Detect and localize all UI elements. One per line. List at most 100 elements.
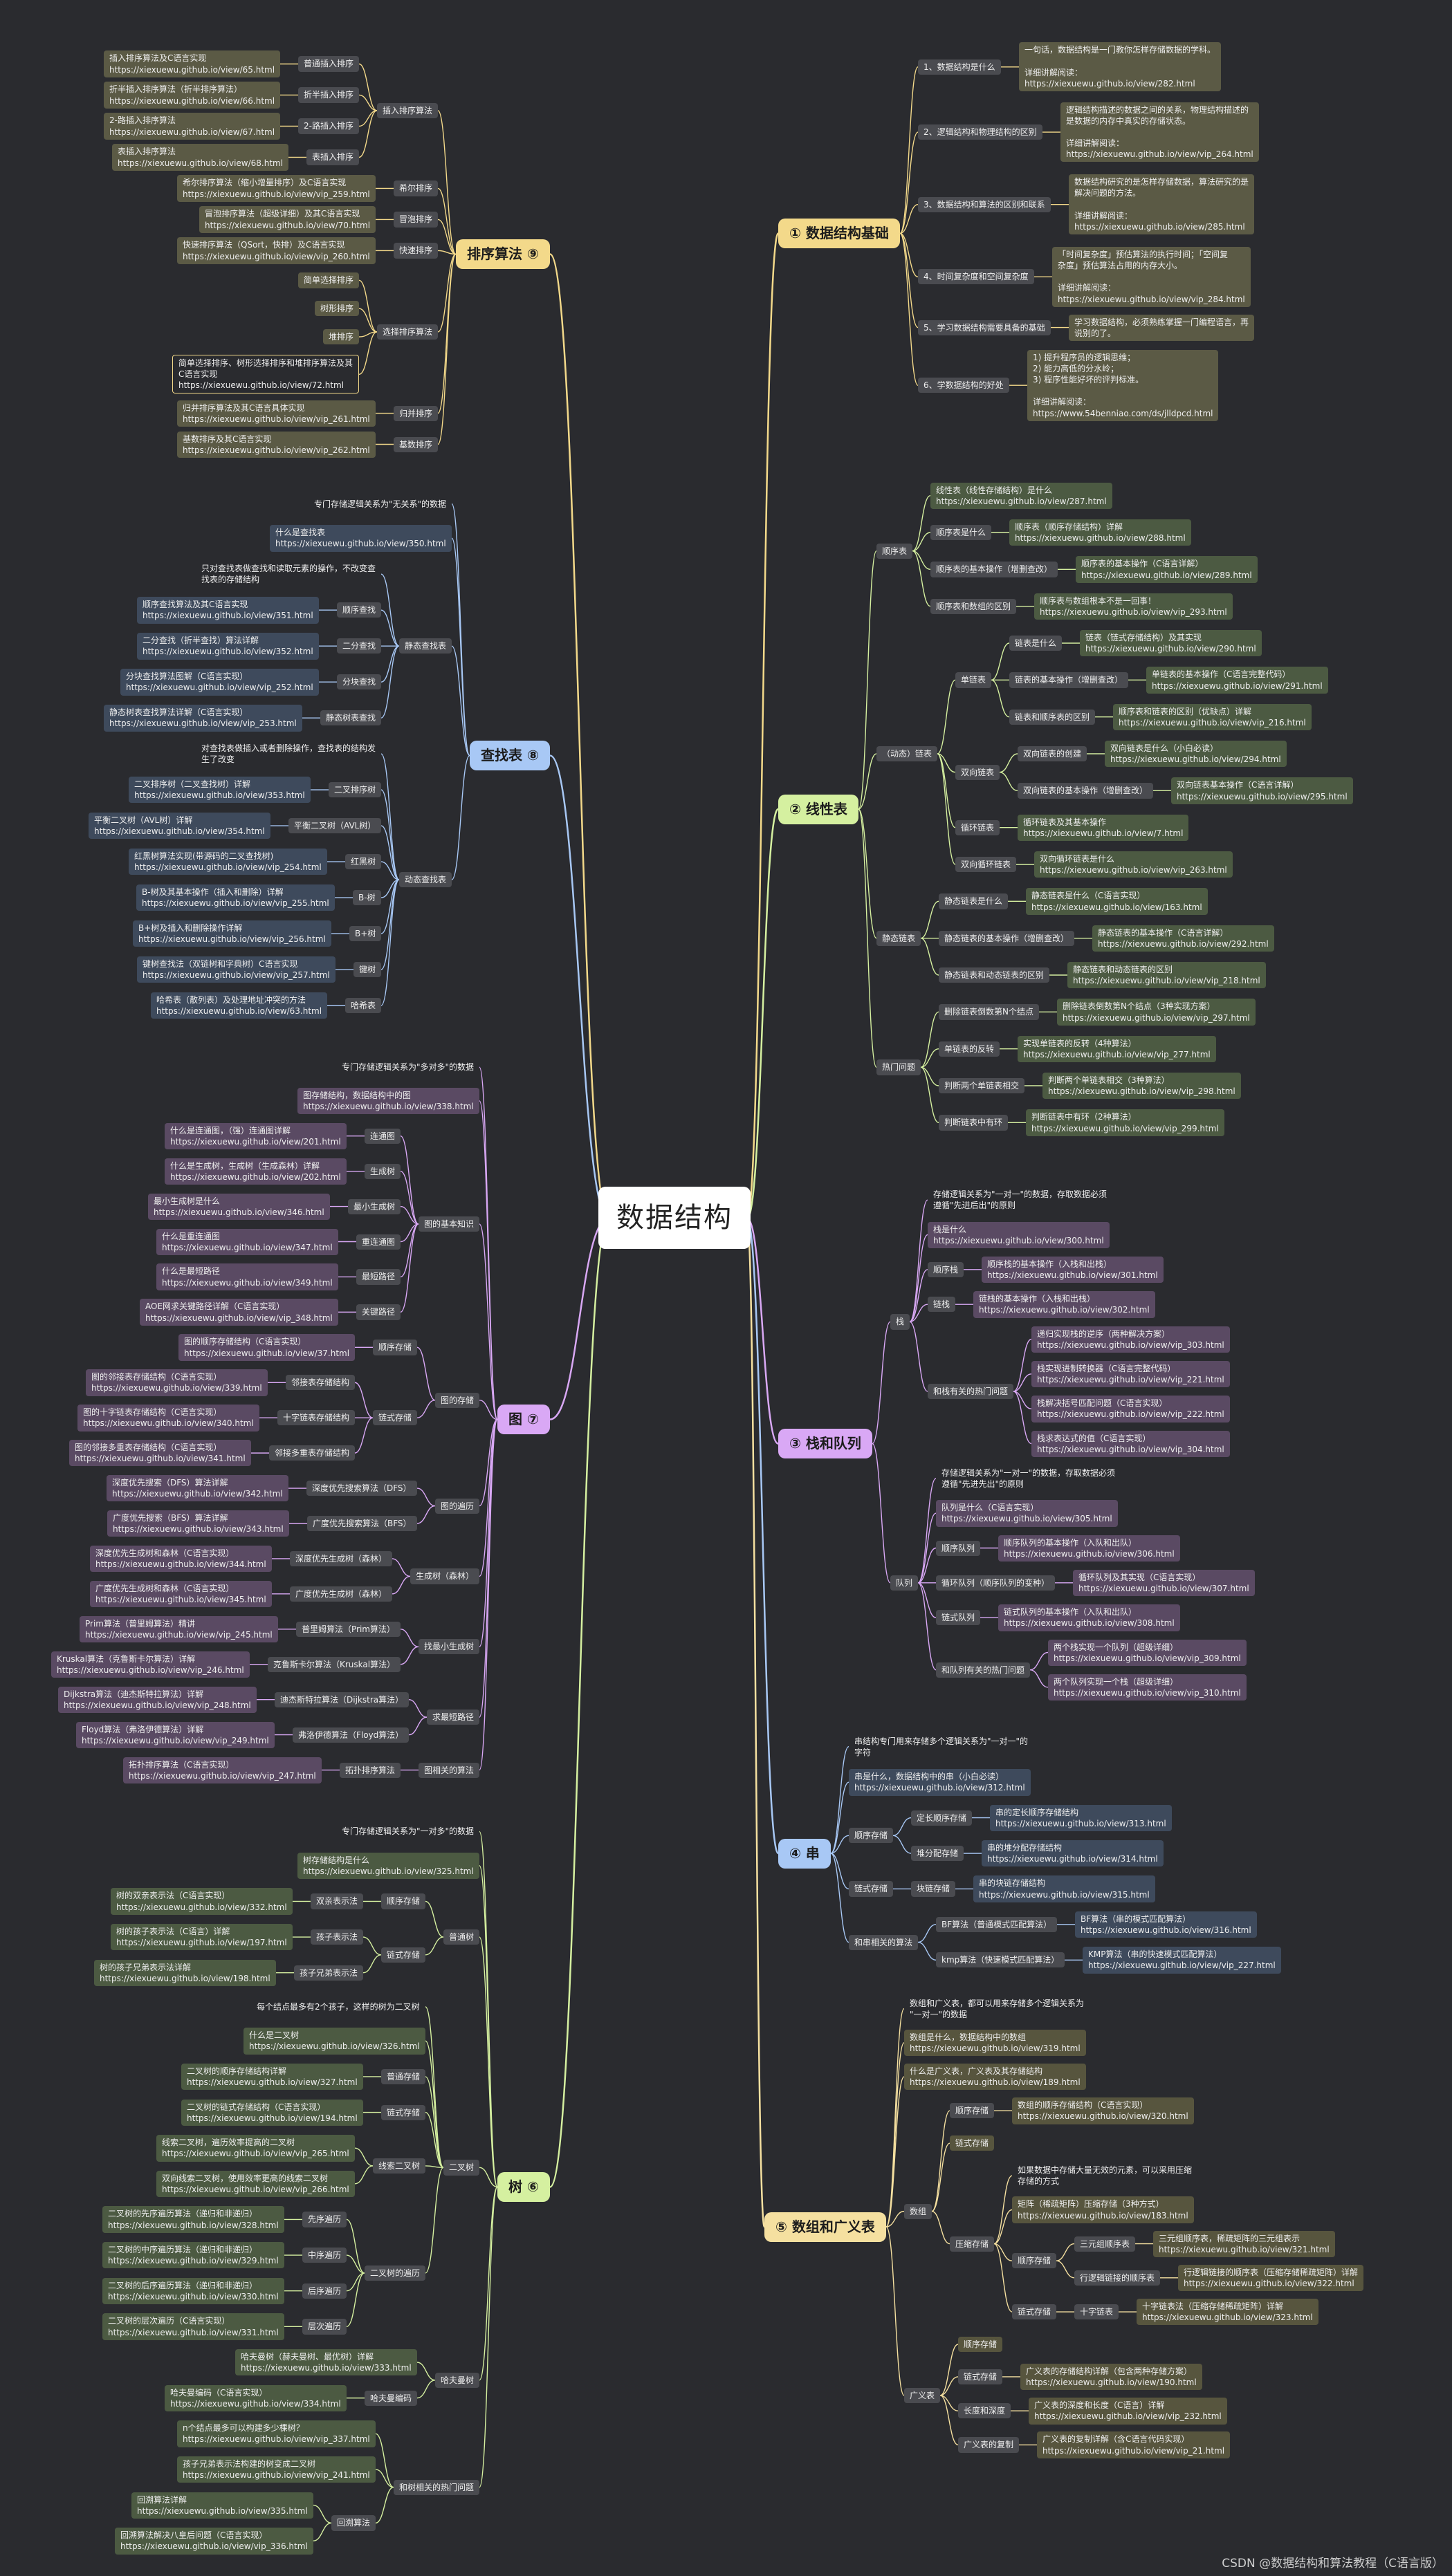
leaf-node: 广义表的存储结构详解（包含两种存储方案） https://xiexuewu.gi… xyxy=(1020,2363,1202,2391)
topic-node: 双向链表的基本操作（增删查改） xyxy=(1018,783,1154,799)
leaf-node: 判断两个单链表相交（3种算法） https://xiexuewu.github.… xyxy=(1042,1073,1241,1100)
topic-node: 3、数据结构和算法的区别和联系 xyxy=(918,196,1051,212)
leaf-node: 拓扑排序算法（C语言实现） https://xiexuewu.github.io… xyxy=(123,1757,322,1783)
leaf-node: 最小生成树是什么 https://xiexuewu.github.io/view… xyxy=(148,1193,330,1220)
topic-node: 中序遍历 xyxy=(302,2248,347,2263)
topic-node: 单链表 xyxy=(955,672,992,688)
leaf-node: 哈希表（散列表）及处理地址冲突的方法 https://xiexuewu.gith… xyxy=(151,992,328,1019)
leaf-node: 栈求表达式的值（C语言实现） https://xiexuewu.github.i… xyxy=(1031,1430,1230,1457)
leaf-node: 树的孩子兄弟表示法详解 https://xiexuewu.github.io/v… xyxy=(94,1959,276,1987)
leaf-node: 矩阵（稀疏矩阵）压缩存储（3种方式） https://xiexuewu.gith… xyxy=(1012,2196,1194,2223)
topic-node: （动态）链表 xyxy=(876,746,938,762)
topic-node: 热门问题 xyxy=(876,1059,921,1075)
leaf-node: 广义表的深度和长度（C语言）详解 https://xiexuewu.github… xyxy=(1029,2398,1227,2425)
leaf-node: 静态链表和动态链表的区别 https://xiexuewu.github.io/… xyxy=(1067,962,1266,989)
topic-node: 二叉树的遍历 xyxy=(365,2265,426,2281)
leaf-node: 什么是生成树，生成树（生成森林）详解 https://xiexuewu.gith… xyxy=(165,1158,347,1185)
leaf-node: 二叉树的顺序存储结构详解 https://xiexuewu.github.io/… xyxy=(181,2063,363,2091)
topic-node: 定长顺序存储 xyxy=(911,1810,973,1826)
leaf-node: 顺序表与数组根本不是一回事！ https://xiexuewu.github.i… xyxy=(1034,593,1233,620)
topic-node: 最短路径 xyxy=(356,1269,401,1285)
leaf-node: 串是什么，数据结构中的串（小白必读） https://xiexuewu.gith… xyxy=(849,1769,1031,1796)
leaf-node: 什么是连通图，（强）连通图详解 https://xiexuewu.github.… xyxy=(165,1122,347,1150)
topic-node: 键树 xyxy=(353,962,382,978)
topic-node: 顺序表是什么 xyxy=(930,525,992,541)
leaf-node: 简单选择排序、树形选择排序和堆排序算法及其 C语言实现 https://xiex… xyxy=(172,354,360,394)
leaf-node: 数据结构研究的是怎样存储数据，算法研究的是 解决问题的方法。 详细讲解阅读： h… xyxy=(1069,174,1255,235)
leaf-node: 栈是什么 https://xiexuewu.github.io/view/300… xyxy=(928,1221,1110,1248)
leaf-node: 顺序队列的基本操作（入队和出队） https://xiexuewu.github… xyxy=(998,1535,1180,1562)
topic-node: 静态链表和动态链表的区别 xyxy=(939,967,1050,983)
leaf-node: 二叉树的后序遍历算法（递归和非递归） https://xiexuewu.gith… xyxy=(102,2277,284,2305)
topic-node: 栈 xyxy=(890,1314,910,1330)
leaf-node: 线索二叉树，遍历效率提高的二叉树 https://xiexuewu.github… xyxy=(156,2135,355,2162)
topic-node: 判断两个单链表相交 xyxy=(939,1078,1025,1094)
leaf-node: 图的顺序存储结构（C语言实现） https://xiexuewu.github.… xyxy=(178,1334,356,1361)
leaf-node: 单链表的基本操作（C语言完整代码） https://xiexuewu.githu… xyxy=(1146,667,1328,694)
branch-root: ④ 串 xyxy=(778,1838,831,1869)
topic-node: 快速排序 xyxy=(394,243,439,259)
topic-node: 顺序栈 xyxy=(928,1261,964,1278)
topic-node: 深度优先生成树（森林） xyxy=(290,1550,393,1567)
leaf-node: 对查找表做插入或者删除操作，查找表的结构发 生了改变 xyxy=(201,743,376,765)
topic-node: 链式队列 xyxy=(936,1610,981,1626)
leaf-node: 顺序查找算法及其C语言实现 https://xiexuewu.github.io… xyxy=(137,597,319,624)
topic-node: kmp算法（快速模式匹配算法） xyxy=(936,1952,1065,1968)
leaf-node: 只对查找表做查找和读取元素的操作，不改变查 找表的存储结构 xyxy=(201,564,376,585)
leaf-node: 广义表的复制详解（含C语言代码实现） https://xiexuewu.gith… xyxy=(1037,2431,1231,2458)
leaf-node: 链式存储 xyxy=(950,2135,995,2151)
leaf-node: 数组的顺序存储结构（C语言实现） https://xiexuewu.github… xyxy=(1012,2097,1194,2124)
topic-node: 顺序队列 xyxy=(936,1540,981,1556)
leaf-node: 删除链表倒数第N个结点（3种实现方案） https://xiexuewu.git… xyxy=(1057,999,1256,1026)
leaf-node: 基数排序及其C语言实现 https://xiexuewu.github.io/v… xyxy=(177,431,376,458)
topic-node: 行逻辑链接的顺序表 xyxy=(1074,2270,1161,2286)
leaf-node: 什么是广义表，广义表及其存储结构 https://xiexuewu.github… xyxy=(904,2064,1086,2091)
topic-node: 长度和深度 xyxy=(958,2403,1011,2419)
leaf-node: 静态链表是什么（C语言实现） https://xiexuewu.github.i… xyxy=(1026,888,1208,915)
leaf-node: 顺序表的基本操作（C语言详解） https://xiexuewu.github.… xyxy=(1076,556,1258,583)
leaf-node: 存储逻辑关系为"一对一"的数据，存取数据必须 遵循"先进后出"的原则 xyxy=(933,1189,1108,1211)
topic-node: 静态链表的基本操作（增删查改） xyxy=(939,930,1075,946)
topic-node: 顺序存储 xyxy=(950,2103,995,2119)
topic-node: 链式存储 xyxy=(1012,2304,1057,2320)
leaf-node: 顺序表和链表的区别（优缺点）详解 https://xiexuewu.github… xyxy=(1113,703,1312,731)
leaf-node: 专门存储逻辑关系为"多对多"的数据 xyxy=(342,1062,475,1073)
leaf-node: 二叉树的层次遍历（C语言实现） https://xiexuewu.github.… xyxy=(102,2313,284,2340)
leaf-node: AOE网求关键路径详解（C语言实现） https://xiexuewu.gith… xyxy=(140,1299,338,1326)
topic-node: 图的存储 xyxy=(435,1392,480,1408)
topic-node: 图相关的算法 xyxy=(419,1762,480,1778)
leaf-node: 平衡二叉树（AVL树）详解 https://xiexuewu.github.io… xyxy=(89,813,270,840)
leaf-node: Dijkstra算法（迪杰斯特拉算法）详解 https://xiexuewu.g… xyxy=(58,1686,257,1714)
leaf-node: 栈解决括号匹配问题（C语言实现） https://xiexuewu.github… xyxy=(1031,1396,1230,1423)
topic-node: 和树相关的热门问题 xyxy=(394,2479,480,2495)
leaf-node: BF算法（串的模式匹配算法） https://xiexuewu.github.i… xyxy=(1075,1911,1257,1938)
leaf-node: KMP算法（串的快速模式匹配算法） https://xiexuewu.githu… xyxy=(1083,1947,1281,1974)
leaf-node: 树存储结构是什么 https://xiexuewu.github.io/view… xyxy=(297,1852,479,1880)
leaf-node: 孩子兄弟表示法构建的树变成二叉树 https://xiexuewu.github… xyxy=(177,2456,376,2483)
topic-node: 顺序表 xyxy=(876,543,913,559)
leaf-node: 深度优先搜索（DFS）算法详解 https://xiexuewu.github.… xyxy=(107,1475,288,1502)
leaf-node: 表插入排序算法 https://xiexuewu.github.io/view/… xyxy=(112,144,289,171)
topic-node: 链式存储 xyxy=(373,1410,418,1426)
leaf-node: 1) 提升程序员的逻辑思维； 2) 能力高低的分水岭； 3) 程序性能好坏的评判… xyxy=(1027,349,1219,421)
leaf-node: 静态链表的基本操作（C语言详解） https://xiexuewu.github… xyxy=(1092,925,1274,952)
topic-node: 链表和顺序表的区别 xyxy=(1009,709,1096,725)
branch-root: 树 ⑥ xyxy=(497,2172,550,2202)
topic-node: 4、时间复杂度和空间复杂度 xyxy=(918,269,1034,285)
leaf-node: 串的定长顺序存储结构 https://xiexuewu.github.io/vi… xyxy=(990,1804,1172,1831)
branch-root: 图 ⑦ xyxy=(497,1405,550,1434)
leaf-node: n个结点最多可以构建多少棵树？ https://xiexuewu.github.… xyxy=(177,2420,376,2447)
leaf-node: 什么是查找表 https://xiexuewu.github.io/view/3… xyxy=(270,525,452,552)
leaf-node: 什么是重连通图 https://xiexuewu.github.io/view/… xyxy=(156,1228,338,1255)
leaf-node: 「时间复杂度」预估算法的执行时间；「空间复 杂度」预估算法占用的内存大小。 详细… xyxy=(1052,246,1251,307)
topic-node: 静态链表是什么 xyxy=(939,893,1009,909)
topic-node: 删除链表倒数第N个结点 xyxy=(939,1004,1039,1020)
topic-node: B+树 xyxy=(349,926,382,942)
leaf-node: 双向链表基本操作（C语言详解） https://xiexuewu.github.… xyxy=(1171,777,1353,804)
topic-node: 分块查找 xyxy=(337,674,382,690)
leaf-node: 数组和广义表，都可以用来存储多个逻辑关系为 "一对一"的数据 xyxy=(910,1998,1085,2019)
leaf-node: 递归实现栈的逆序（两种解决方案） https://xiexuewu.github… xyxy=(1031,1326,1230,1353)
topic-node: 红黑树 xyxy=(345,854,382,870)
topic-node: 顺序存储 xyxy=(849,1828,894,1844)
topic-node: 判断链表中有环 xyxy=(939,1115,1009,1131)
